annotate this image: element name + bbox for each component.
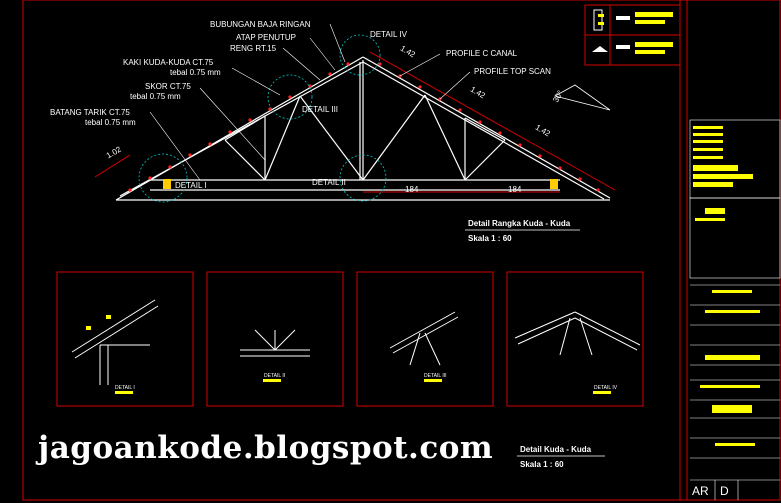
sub-title: Detail Kuda - Kuda	[520, 445, 592, 454]
watermark-text: jagoankode.blogspot.com	[38, 430, 494, 466]
right-support	[550, 179, 558, 189]
detail-i-drawing	[71, 299, 159, 385]
dim-184-b: 184	[508, 185, 522, 194]
detail-iii-drawing	[389, 311, 459, 366]
panel-tag-iv: DETAIL IV	[594, 385, 618, 391]
label-profile-c: PROFILE C CANAL	[446, 49, 518, 58]
legend-box	[584, 4, 681, 66]
main-title: Detail Rangka Kuda - Kuda	[468, 219, 571, 228]
label-detail-iii: DETAIL III	[302, 105, 339, 114]
purlin-markers	[128, 62, 600, 192]
label-detail-i: DETAIL I	[175, 181, 207, 190]
label-batang-tebal: tebal 0.75 mm	[85, 118, 136, 127]
sub-scale: Skala 1 : 60	[520, 460, 564, 469]
detail-ii-drawing	[240, 329, 310, 357]
title-block-code-ar: AR	[692, 484, 709, 498]
label-skor-tebal: tebal 0.75 mm	[130, 92, 181, 101]
label-bubungan: BUBUNGAN BAJA RINGAN	[210, 20, 311, 29]
panel-tag-underlines	[115, 379, 611, 394]
detail-callouts	[138, 34, 387, 203]
title-block	[689, 119, 781, 500]
detail-panels	[56, 271, 644, 407]
label-kaki: KAKI KUDA-KUDA CT.75	[123, 58, 214, 67]
left-support	[163, 179, 171, 189]
leader-lines	[149, 23, 471, 181]
label-profile-top: PROFILE TOP SCAN	[474, 67, 551, 76]
title-block-text-bars	[693, 126, 760, 446]
panel-tag-ii: DETAIL II	[264, 373, 286, 379]
main-scale: Skala 1 : 60	[468, 234, 512, 243]
label-reng: RENG RT.15	[230, 44, 277, 53]
angle-triangle	[553, 84, 611, 111]
slope-dimension-left	[94, 154, 131, 178]
panel-tag-iii: DETAIL III	[424, 373, 447, 379]
truss-elevation	[115, 56, 611, 201]
label-detail-ii: DETAIL II	[312, 178, 346, 187]
panel-tag-i: DETAIL I	[115, 385, 135, 391]
label-batang: BATANG TARIK CT.75	[50, 108, 130, 117]
dim-184-a: 184	[405, 185, 419, 194]
label-skor: SKOR CT.75	[145, 82, 191, 91]
title-block-code-d: D	[720, 484, 729, 498]
label-detail-iv: DETAIL IV	[370, 30, 407, 39]
label-kaki-tebal: tebal 0.75 mm	[170, 68, 221, 77]
slope-dimension	[369, 51, 616, 191]
label-atap: ATAP PENUTUP	[236, 33, 297, 42]
detail-iv-drawing	[514, 311, 641, 356]
